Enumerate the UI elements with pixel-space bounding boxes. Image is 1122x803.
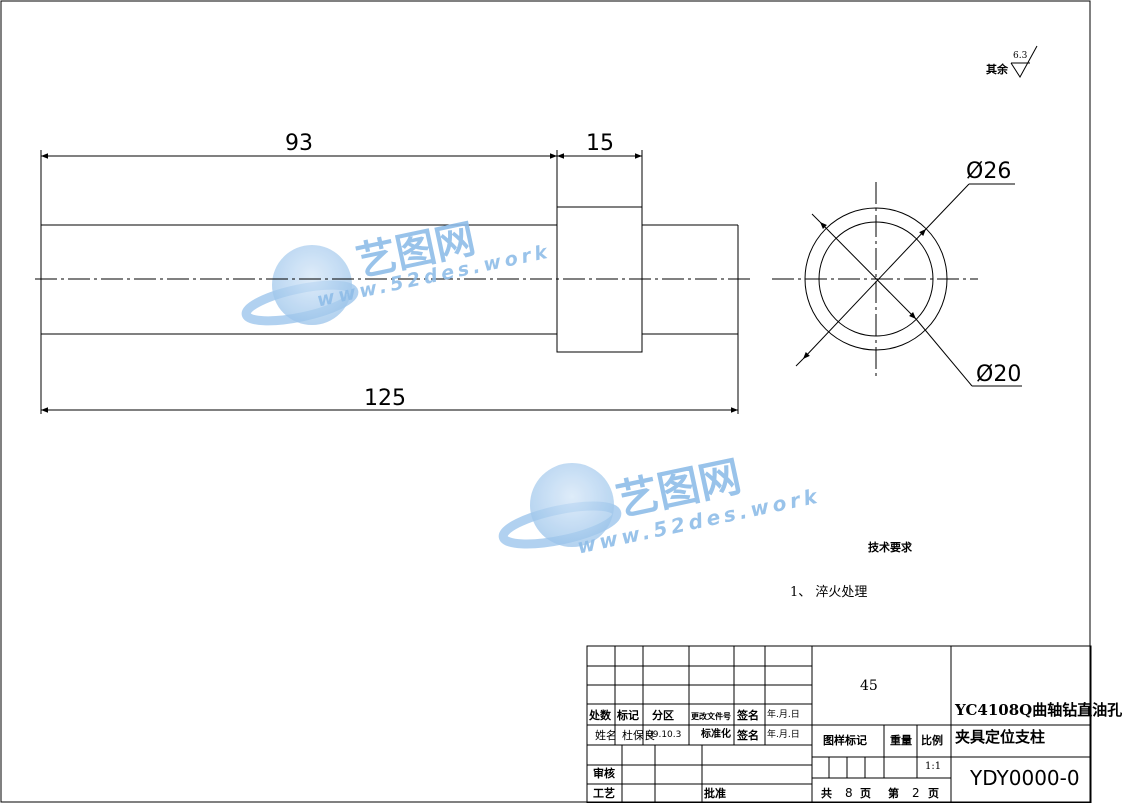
sheets-page-label: 页 — [860, 787, 871, 800]
sheets-total-label: 共 — [821, 787, 832, 800]
design-date: 09.10.3 — [647, 730, 682, 740]
rev-header-1: 标记 — [617, 709, 639, 722]
sheet-border — [0, 0, 1091, 803]
leader-d20 — [811, 213, 1022, 387]
design-label: 姓名 — [595, 729, 617, 742]
sign-label: 签名 — [737, 729, 759, 742]
title-block-grid — [586, 645, 1092, 803]
shaft-outline — [40, 206, 739, 353]
ymd-label: 年.月.日 — [767, 730, 800, 740]
drawing-number: YDY0000-0 — [970, 766, 1080, 790]
material: 45 — [860, 678, 878, 694]
dim-dia20: Ø20 — [976, 362, 1022, 387]
leader-d26 — [795, 183, 1015, 367]
roughness-symbol-icon — [1010, 45, 1038, 78]
part-name-line1: YC4108Q曲轴钻直油孔 — [955, 701, 1122, 719]
sheets-current: 2 — [912, 786, 920, 800]
approve-label: 批准 — [704, 787, 726, 800]
process-label: 工艺 — [593, 787, 615, 800]
drawing-sheet — [0, 0, 1092, 803]
stage-label: 图样标记 — [823, 734, 867, 747]
rev-header-2: 分区 — [652, 709, 674, 722]
tech-requirements-item: 1、 淬火处理 — [790, 585, 868, 600]
watermark-logo-1 — [241, 245, 359, 326]
scale-label: 比例 — [921, 734, 943, 747]
review-label: 审核 — [593, 767, 615, 780]
rev-header-3: 更改文件号 — [691, 711, 731, 721]
watermark-logo-2 — [498, 463, 622, 549]
sheets-page-label-2: 页 — [928, 787, 939, 800]
tech-requirements-title: 技术要求 — [868, 541, 912, 554]
roughness-value: 6.3 — [1013, 51, 1028, 61]
part-name-line2: 夹具定位支柱 — [955, 728, 1046, 746]
weight-label: 重量 — [890, 734, 912, 747]
rev-header-5: 年.月.日 — [767, 710, 800, 720]
sheets-current-label: 第 — [888, 787, 899, 800]
roughness-label: 其余 — [986, 63, 1008, 76]
standardization-label: 标准化 — [701, 729, 731, 740]
scale-value: 1:1 — [925, 761, 942, 772]
dim-125: 125 — [364, 386, 406, 411]
extension-lines — [40, 150, 739, 414]
dim-dia26: Ø26 — [966, 159, 1012, 184]
rev-header-0: 处数 — [589, 709, 611, 722]
dim-15: 15 — [586, 131, 614, 156]
sheets-total: 8 — [845, 786, 853, 800]
dim-93: 93 — [285, 131, 313, 156]
designer-name: 杜保良 — [622, 729, 655, 742]
rev-header-4: 签名 — [737, 709, 759, 722]
